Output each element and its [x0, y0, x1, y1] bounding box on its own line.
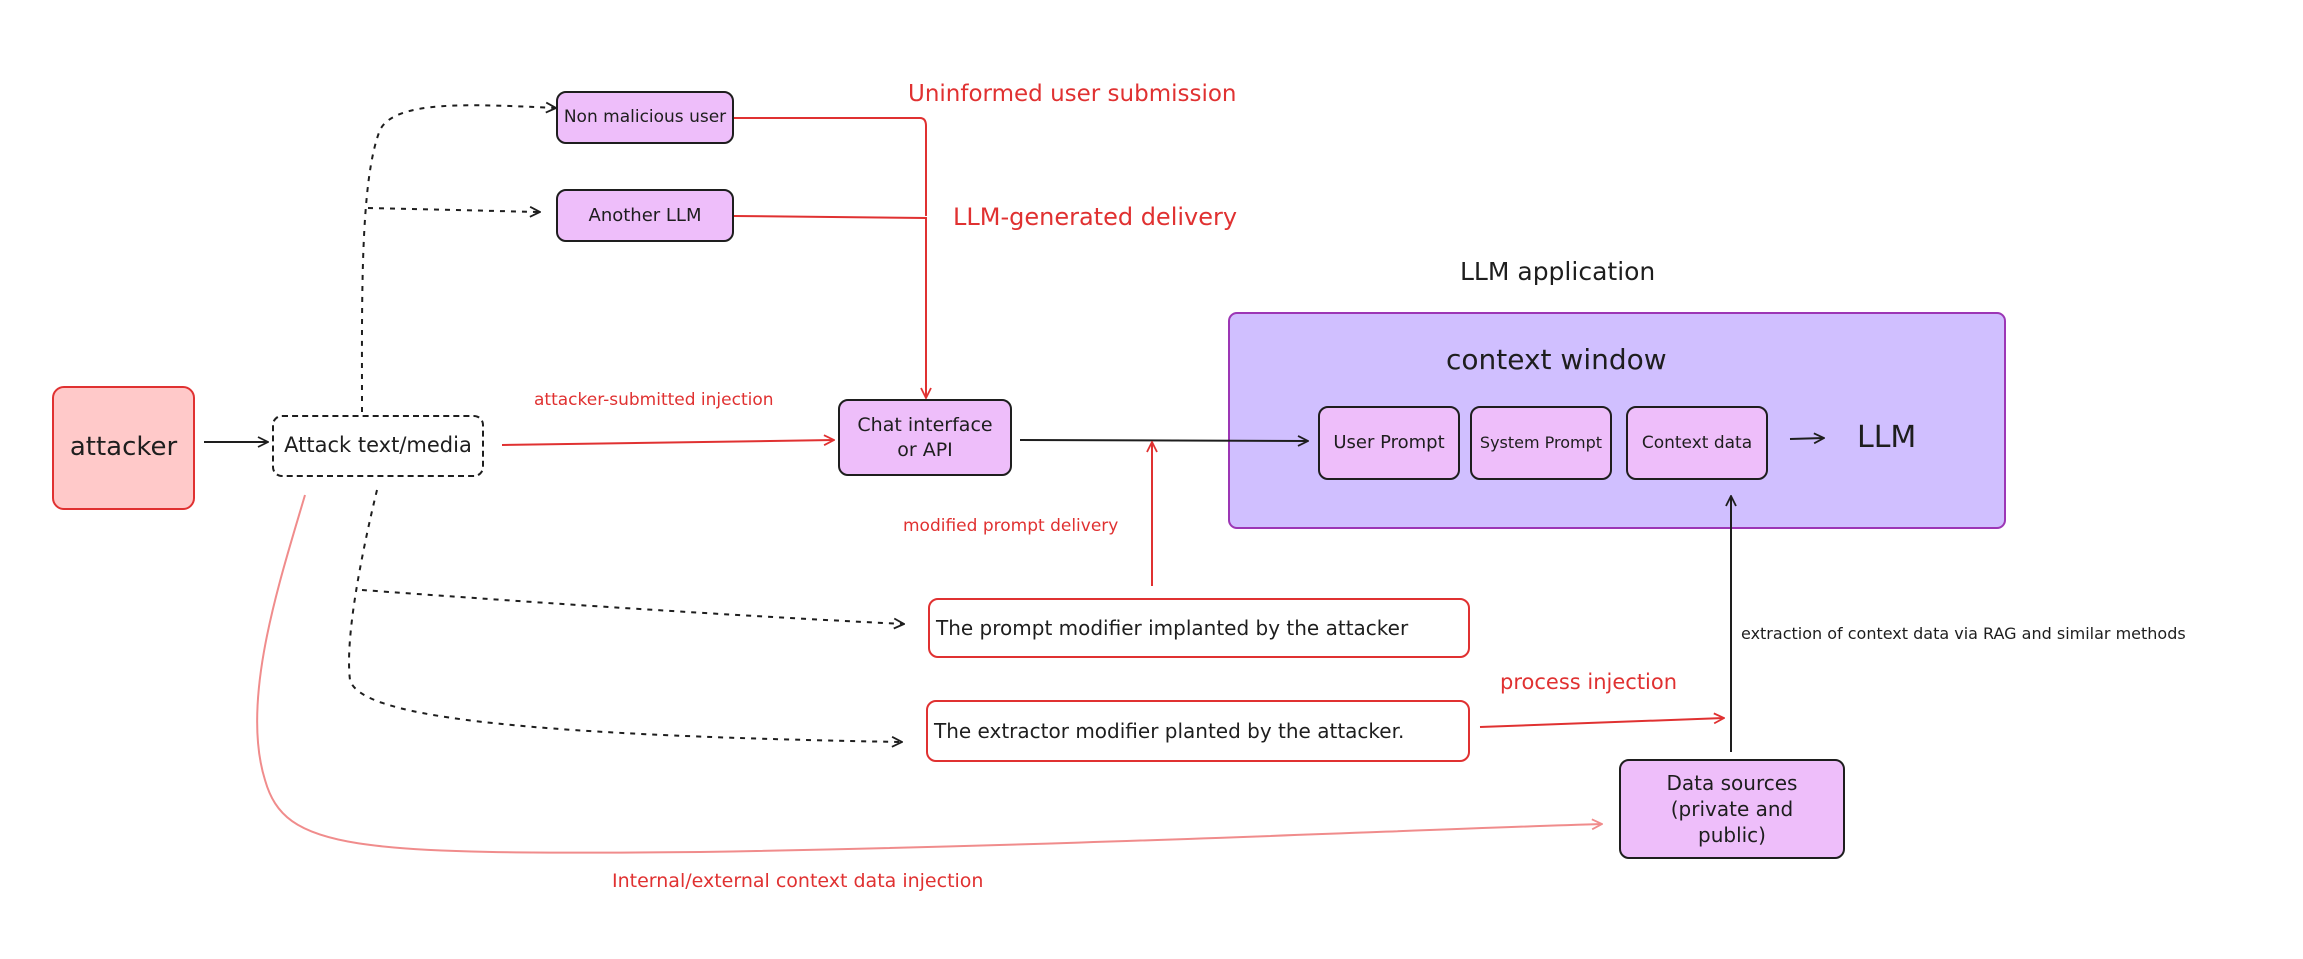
label-attacker-submitted-injection: attacker-submitted injection: [534, 390, 774, 410]
attack-text-node: Attack text/media: [272, 415, 484, 477]
data-sources-label: Data sources (private and public): [1666, 771, 1798, 847]
label-extraction-via-rag: extraction of context data via RAG and s…: [1741, 624, 2186, 643]
llm-node: LLM: [1857, 420, 1917, 455]
prompt-modifier-label: The prompt modifier implanted by the att…: [936, 616, 1409, 640]
system-prompt-node: System Prompt: [1470, 406, 1612, 480]
arrow-another-llm-to-chat: [733, 215, 926, 398]
label-process-injection: process injection: [1500, 670, 1678, 694]
arrow-attack-to-chat-interface: [501, 440, 834, 446]
attacker-label: attacker: [69, 432, 178, 463]
label-uninformed-user-submission: Uninformed user submission: [908, 81, 1237, 107]
non-malicious-user-node: Non malicious user: [556, 91, 734, 144]
attack-text-label: Attack text/media: [284, 433, 472, 458]
data-sources-node: Data sources (private and public): [1619, 759, 1845, 859]
label-llm-generated-delivery: LLM-generated delivery: [953, 203, 1238, 231]
arrow-chat-to-user-prompt: [1019, 440, 1308, 441]
label-modified-prompt-delivery: modified prompt delivery: [903, 516, 1119, 536]
context-data-label: Context data: [1641, 432, 1753, 453]
arrow-attack-to-non-malicious-user: [360, 105, 556, 413]
arrow-context-data-to-llm: [1789, 438, 1824, 439]
prompt-modifier-node: The prompt modifier implanted by the att…: [928, 598, 1470, 658]
arrow-attack-to-extractor-modifier: [348, 489, 902, 742]
arrow-extractor-to-extraction-line: [1479, 718, 1724, 728]
chat-interface-label: Chat interface or API: [857, 413, 993, 461]
user-prompt-label: User Prompt: [1333, 432, 1445, 454]
arrow-attack-to-prompt-modifier: [361, 589, 904, 624]
arrow-attack-to-another-llm: [367, 208, 540, 212]
context-window-title: context window: [1446, 343, 1667, 376]
attacker-node: attacker: [52, 386, 195, 510]
system-prompt-label: System Prompt: [1479, 432, 1603, 452]
arrow-non-malicious-user-to-chat: [734, 117, 927, 216]
user-prompt-node: User Prompt: [1318, 406, 1460, 480]
non-malicious-user-label: Non malicious user: [563, 107, 727, 128]
extractor-modifier-label: The extractor modifier planted by the at…: [934, 719, 1405, 743]
another-llm-label: Another LLM: [588, 204, 702, 226]
another-llm-node: Another LLM: [556, 189, 734, 242]
label-context-data-injection: Internal/external context data injection: [612, 870, 984, 892]
extractor-modifier-node: The extractor modifier planted by the at…: [926, 700, 1470, 762]
chat-interface-node: Chat interface or API: [838, 399, 1012, 476]
arrow-attack-to-data-sources: [256, 494, 1602, 854]
llm-application-title: LLM application: [1460, 257, 1656, 286]
context-data-node: Context data: [1626, 406, 1768, 480]
